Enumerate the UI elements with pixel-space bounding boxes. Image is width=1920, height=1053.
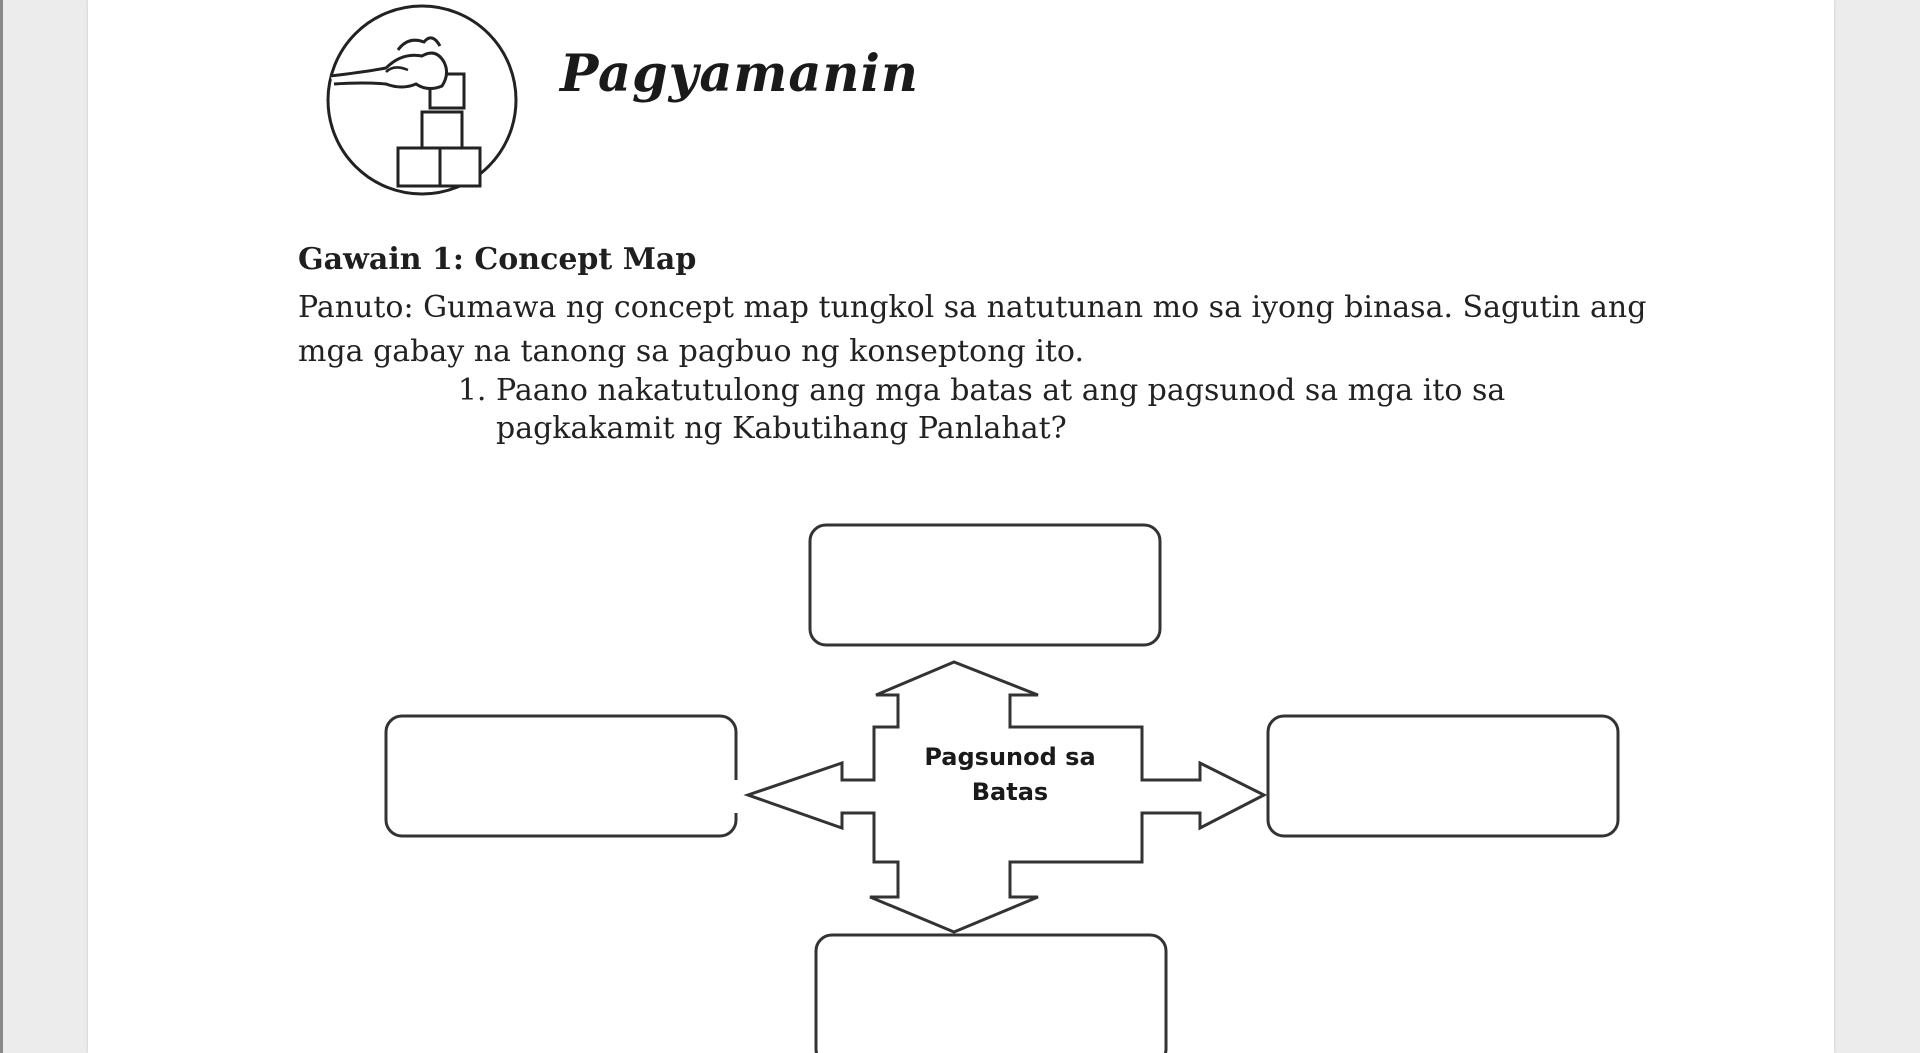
concept-box-top[interactable] [808, 523, 1162, 647]
center-label-line1: Pagsunod sa [924, 743, 1095, 771]
guide-questions: Paano nakatutulong ang mga batas at ang … [442, 372, 1656, 448]
window-edge [0, 0, 3, 1053]
concept-box-bottom[interactable] [814, 933, 1168, 1053]
center-label-line2: Batas [972, 778, 1048, 806]
question-item: Paano nakatutulong ang mga batas at ang … [496, 372, 1656, 448]
activity-title: Gawain 1: Concept Map [298, 242, 697, 277]
concept-map: Pagsunod sa Batas [384, 523, 1620, 1053]
hand-stacking-blocks-icon [326, 4, 518, 196]
concept-box-left[interactable] [384, 714, 738, 838]
arrow-outline [743, 660, 1268, 934]
concept-box-right[interactable] [1266, 714, 1620, 838]
section-title: Pagyamanin [560, 44, 919, 104]
document-page: Pagyamanin Gawain 1: Concept Map Panuto:… [88, 0, 1834, 1053]
instructions-text: Panuto: Gumawa ng concept map tungkol sa… [298, 290, 1647, 369]
